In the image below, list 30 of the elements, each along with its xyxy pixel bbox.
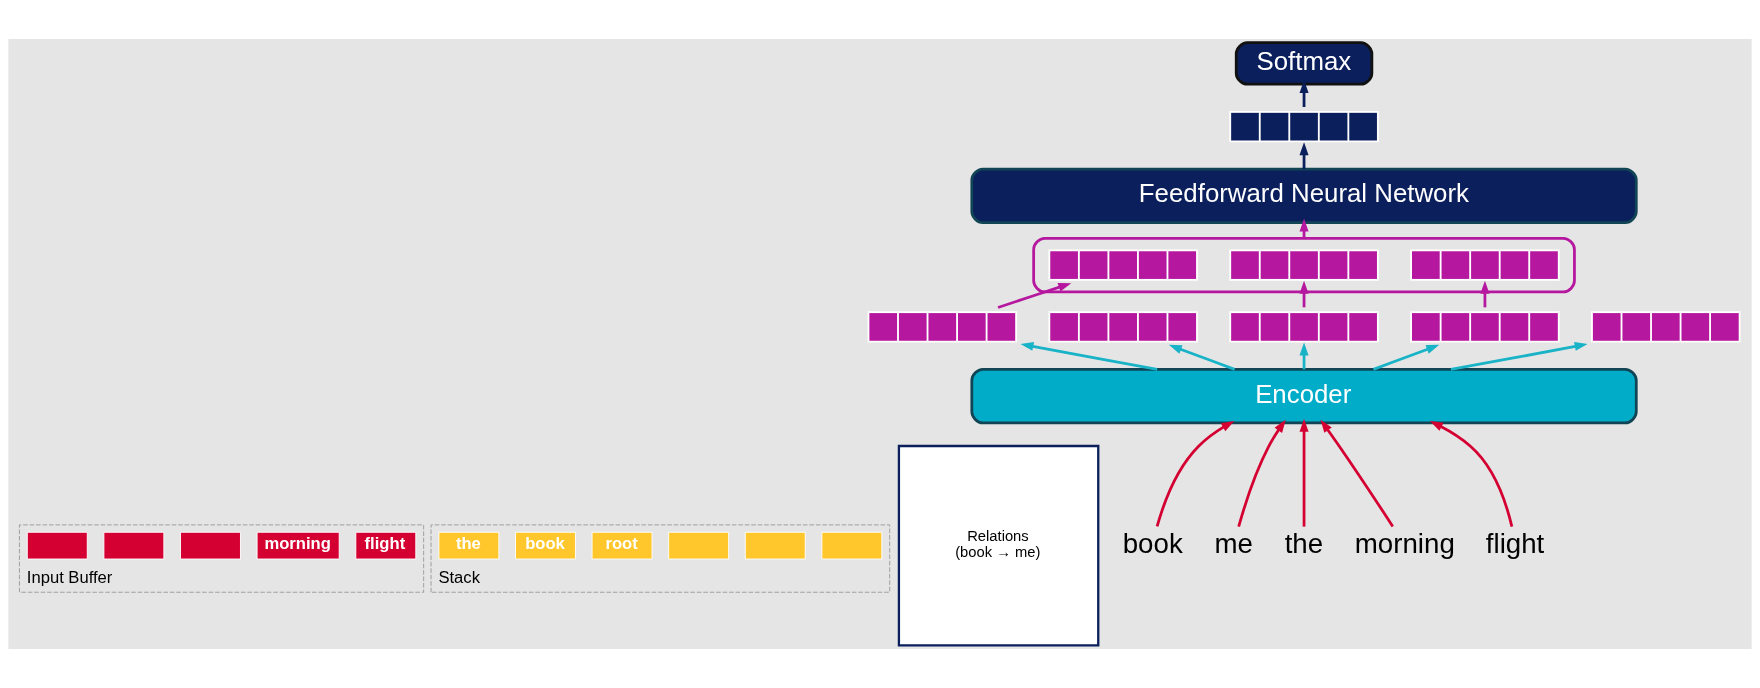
node-text: me: [1214, 527, 1253, 559]
node-box: Softmax: [1234, 41, 1374, 86]
node-box: [744, 531, 806, 560]
node-text: book: [1122, 527, 1183, 559]
arrow: [1429, 421, 1514, 527]
arrow: [1168, 344, 1236, 371]
node-box: [103, 531, 165, 560]
node-text: morning: [1354, 527, 1455, 559]
node-box: [821, 531, 883, 560]
node-text: flight: [1485, 527, 1545, 559]
node-box: book: [515, 531, 576, 560]
arrow: [1299, 418, 1309, 527]
node-box: Feedforward Neural Network: [970, 167, 1638, 225]
arrow: [1320, 419, 1394, 528]
node-box: [26, 531, 88, 560]
arrow: [997, 283, 1072, 309]
node-box: root: [591, 531, 653, 560]
node-text: the: [1284, 527, 1324, 559]
node-box: flight: [355, 531, 417, 560]
node-box: the: [438, 531, 500, 560]
node-box: morning: [256, 531, 340, 560]
node-box: Encoder: [970, 368, 1638, 425]
arrow: [1020, 341, 1158, 371]
arrow: [1372, 344, 1440, 371]
arrow: [1450, 341, 1588, 371]
arrow: [1155, 420, 1235, 527]
node-box: [668, 531, 730, 560]
node-box: [180, 531, 241, 560]
node-box: Relations (book → me): [897, 444, 1100, 647]
arrow: [1237, 419, 1286, 527]
